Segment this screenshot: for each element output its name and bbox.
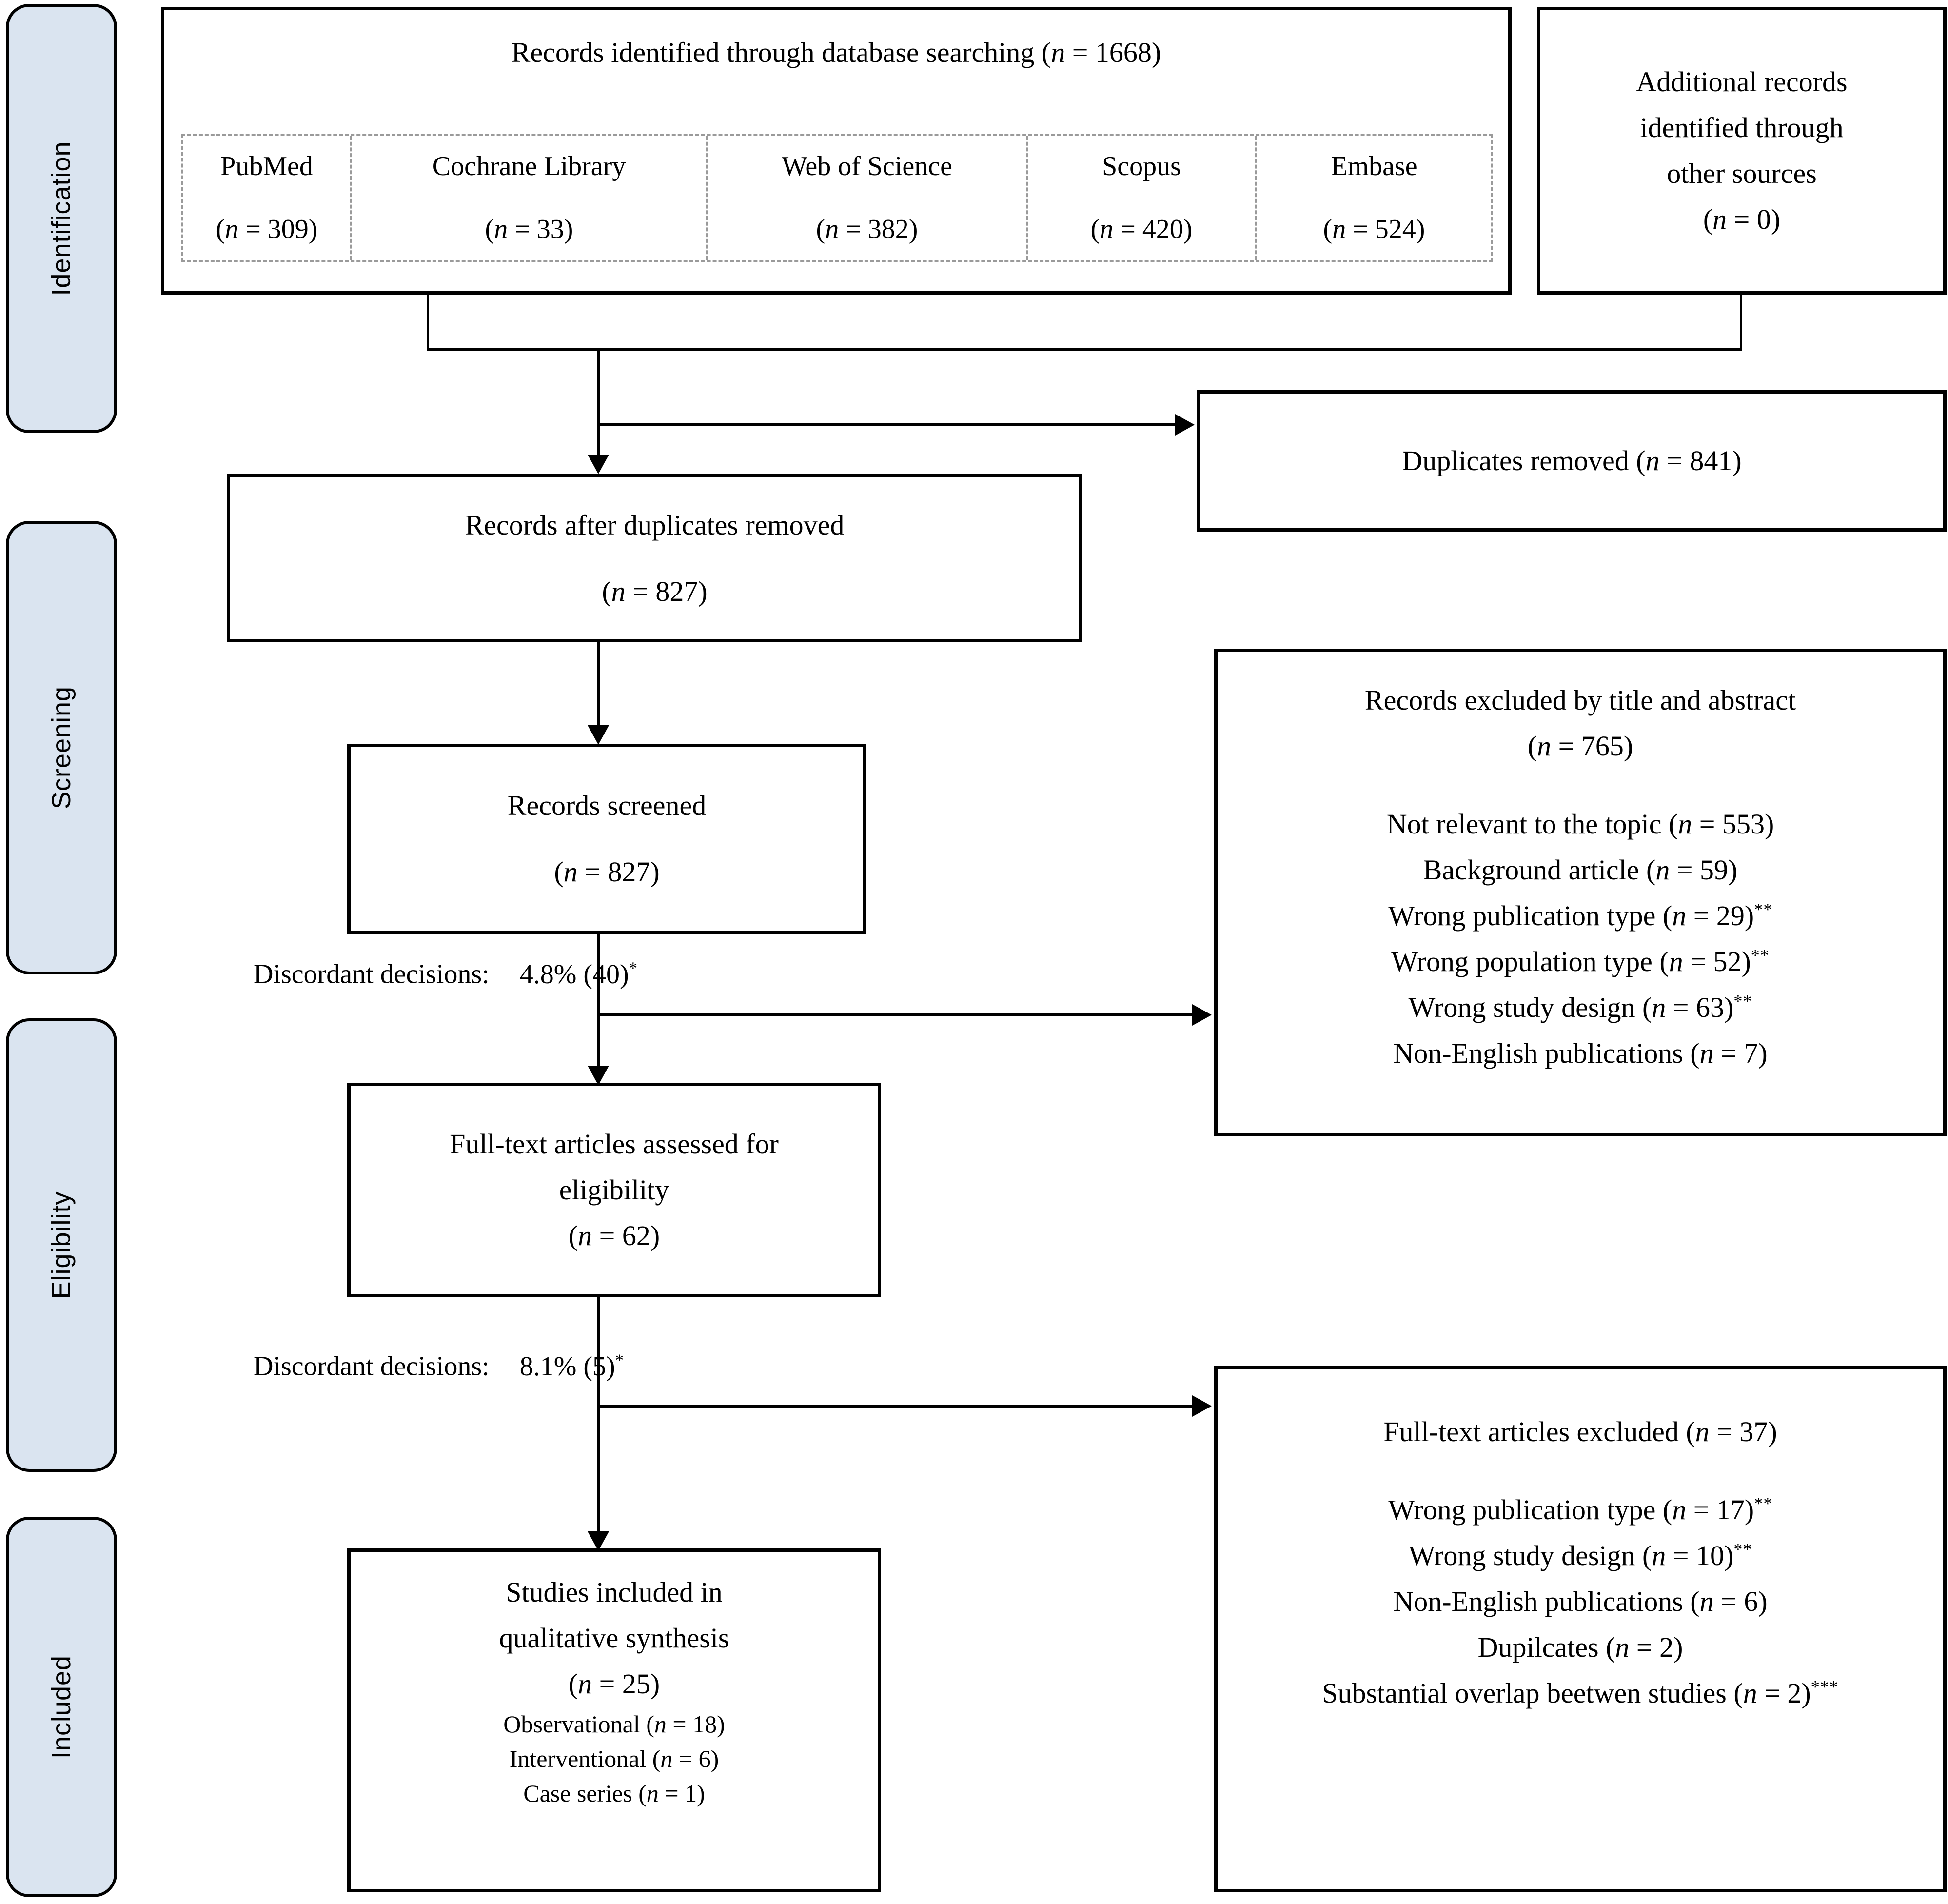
records-excluded-title: Records excluded by title and abstract bbox=[1364, 684, 1796, 716]
stage-label-screening: Screening bbox=[47, 686, 77, 810]
exclusion-reason: Non-English publications (n = 7) bbox=[1393, 1037, 1768, 1069]
fulltext-exclusion-reason: Substantial overlap beetwen studies (n =… bbox=[1322, 1677, 1839, 1709]
database-cell-scopus: Scopus (n = 420) bbox=[1028, 136, 1257, 260]
discordant-eligibility-value: 8.1% (5)* bbox=[519, 1350, 624, 1382]
stage-label-identification: Identification bbox=[47, 141, 77, 296]
connector-database-stub bbox=[427, 295, 429, 349]
box-records-screened: Records screened (n = 827) bbox=[347, 744, 866, 934]
records-identified-title: Records identified through database sear… bbox=[511, 37, 1161, 68]
connector-merge-bus bbox=[427, 348, 1742, 351]
fulltext-excluded-title: Full-text articles excluded (n = 37) bbox=[1383, 1416, 1777, 1448]
additional-records-n: (n = 0) bbox=[1703, 203, 1781, 235]
records-after-duplicates-n: (n = 827) bbox=[602, 575, 708, 607]
connector-to-records-excluded bbox=[597, 1013, 1195, 1016]
database-n-embase: (n = 524) bbox=[1323, 214, 1425, 244]
exclusion-reason: Wrong study design (n = 63)** bbox=[1408, 991, 1752, 1023]
arrowhead-to-records-excluded bbox=[1192, 1004, 1212, 1026]
records-screened-n: (n = 827) bbox=[554, 856, 660, 888]
box-additional-records: Additional records identified through ot… bbox=[1537, 7, 1947, 295]
discordant-screening-label: Discordant decisions: bbox=[254, 959, 490, 990]
exclusion-reason: Background article (n = 59) bbox=[1423, 853, 1738, 886]
studies-included-breakdown: Observational (n = 18) bbox=[503, 1710, 725, 1738]
records-excluded-n: (n = 765) bbox=[1527, 730, 1633, 762]
box-duplicates-removed: Duplicates removed (n = 841) bbox=[1197, 390, 1947, 532]
fulltext-exclusion-reason: Non-English publications (n = 6) bbox=[1393, 1585, 1768, 1617]
database-cell-cochrane-library: Cochrane Library (n = 33) bbox=[352, 136, 708, 260]
discordant-eligibility-label: Discordant decisions: bbox=[254, 1351, 490, 1382]
discordant-decisions-eligibility: Discordant decisions: 8.1% (5)* bbox=[254, 1350, 624, 1382]
arrowhead-to-fulltext-assessed bbox=[588, 1066, 609, 1085]
discordant-screening-value: 4.8% (40)* bbox=[519, 958, 638, 990]
arrowhead-to-studies-included bbox=[588, 1531, 609, 1551]
connector-merge-drop bbox=[597, 348, 600, 470]
stage-label-included: Included bbox=[46, 1655, 76, 1759]
fulltext-exclusion-reason: Wrong publication type (n = 17)** bbox=[1388, 1493, 1773, 1526]
records-after-duplicates-line1: Records after duplicates removed bbox=[465, 509, 845, 541]
database-cell-embase: Embase (n = 524) bbox=[1257, 136, 1491, 260]
exclusion-reason: Wrong population type (n = 52)** bbox=[1391, 945, 1770, 977]
database-cell-pubmed: PubMed (n = 309) bbox=[183, 136, 352, 260]
fulltext-assessed-line1: Full-text articles assessed for bbox=[450, 1128, 779, 1160]
database-cell-web-of-science: Web of Science (n = 382) bbox=[708, 136, 1028, 260]
stage-pill-screening: Screening bbox=[6, 521, 117, 974]
database-n-pubmed: (n = 309) bbox=[216, 214, 318, 244]
discordant-decisions-screening: Discordant decisions: 4.8% (40)* bbox=[254, 958, 638, 990]
records-screened-line1: Records screened bbox=[507, 790, 707, 822]
additional-records-line3: other sources bbox=[1667, 158, 1817, 189]
arrowhead-to-duplicates-removed bbox=[1175, 414, 1195, 436]
database-breakdown-grid: PubMed (n = 309) Cochrane Library (n = 3… bbox=[181, 134, 1493, 262]
exclusion-reason: Wrong publication type (n = 29)** bbox=[1388, 899, 1773, 932]
database-n-cochrane-library: (n = 33) bbox=[485, 214, 573, 244]
connector-to-fulltext-excluded bbox=[597, 1405, 1195, 1408]
additional-records-line2: identified through bbox=[1640, 112, 1844, 144]
box-fulltext-excluded: Full-text articles excluded (n = 37) Wro… bbox=[1214, 1366, 1947, 1892]
fulltext-assessed-line2: eligibility bbox=[559, 1174, 669, 1206]
studies-included-breakdown: Case series (n = 1) bbox=[523, 1779, 705, 1807]
box-fulltext-assessed: Full-text articles assessed for eligibil… bbox=[347, 1083, 881, 1297]
database-n-web-of-science: (n = 382) bbox=[816, 214, 918, 244]
studies-included-breakdown: Interventional (n = 6) bbox=[509, 1745, 719, 1772]
duplicates-removed-label: Duplicates removed (n = 841) bbox=[1402, 445, 1742, 477]
box-records-excluded-title-abstract: Records excluded by title and abstract (… bbox=[1214, 649, 1947, 1136]
database-n-scopus: (n = 420) bbox=[1090, 214, 1193, 244]
arrowhead-to-fulltext-excluded bbox=[1192, 1395, 1212, 1417]
fulltext-assessed-n: (n = 62) bbox=[568, 1219, 660, 1251]
arrowhead-to-records-after-duplicates bbox=[588, 455, 609, 474]
arrowhead-to-records-screened bbox=[588, 725, 609, 745]
stage-pill-eligibility: Eligibility bbox=[6, 1018, 117, 1472]
stage-label-eligibility: Eligibility bbox=[47, 1191, 77, 1299]
connector-additional-stub bbox=[1740, 295, 1742, 349]
studies-included-n: (n = 25) bbox=[568, 1667, 660, 1700]
additional-records-line1: Additional records bbox=[1636, 66, 1848, 98]
stage-pill-included: Included bbox=[6, 1517, 117, 1897]
studies-included-line2: qualitative synthesis bbox=[499, 1622, 729, 1654]
fulltext-exclusion-reason: Dupilcates (n = 2) bbox=[1477, 1631, 1683, 1663]
exclusion-reason: Not relevant to the topic (n = 553) bbox=[1386, 808, 1774, 840]
box-studies-included: Studies included in qualitative synthesi… bbox=[347, 1548, 881, 1892]
studies-included-line1: Studies included in bbox=[506, 1576, 723, 1608]
connector-screened-to-fulltext bbox=[597, 934, 600, 1075]
connector-fulltext-to-included bbox=[597, 1297, 600, 1541]
connector-to-duplicates-removed bbox=[597, 423, 1178, 426]
box-records-after-duplicates: Records after duplicates removed (n = 82… bbox=[227, 474, 1082, 642]
fulltext-exclusion-reason: Wrong study design (n = 10)** bbox=[1408, 1539, 1752, 1571]
stage-pill-identification: Identification bbox=[6, 4, 117, 433]
connector-after-duplicates-to-screened bbox=[597, 642, 600, 735]
